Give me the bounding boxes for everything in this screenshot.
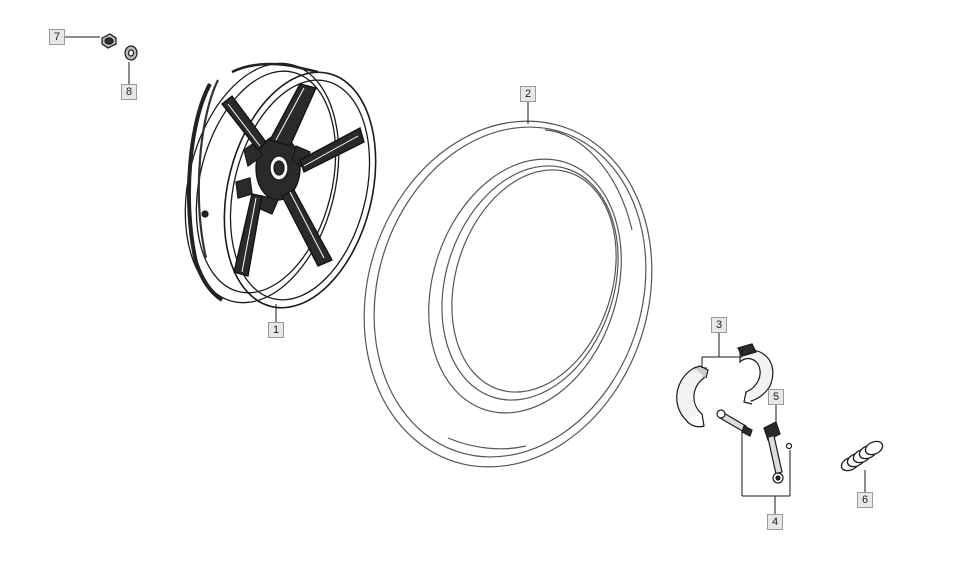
axle-nut[interactable]: [101, 33, 117, 49]
washer[interactable]: [124, 45, 138, 61]
brake-lever[interactable]: [763, 421, 793, 484]
callout-6[interactable]: 6: [857, 492, 873, 508]
callout-7[interactable]: 7: [49, 29, 65, 45]
callout-8[interactable]: 8: [121, 84, 137, 100]
brake-shoe-right[interactable]: [737, 343, 774, 405]
leader-lines: [65, 36, 866, 514]
callout-2[interactable]: 2: [520, 86, 536, 102]
callout-1[interactable]: 1: [268, 322, 284, 338]
brake-cam[interactable]: [716, 409, 753, 437]
callout-5[interactable]: 5: [768, 389, 784, 405]
callout-4[interactable]: 4: [767, 514, 783, 530]
tire[interactable]: [320, 83, 695, 504]
spring[interactable]: [839, 439, 884, 473]
brake-shoe-left[interactable]: [676, 365, 709, 428]
callout-3[interactable]: 3: [711, 317, 727, 333]
wheel-rim[interactable]: [162, 47, 399, 324]
